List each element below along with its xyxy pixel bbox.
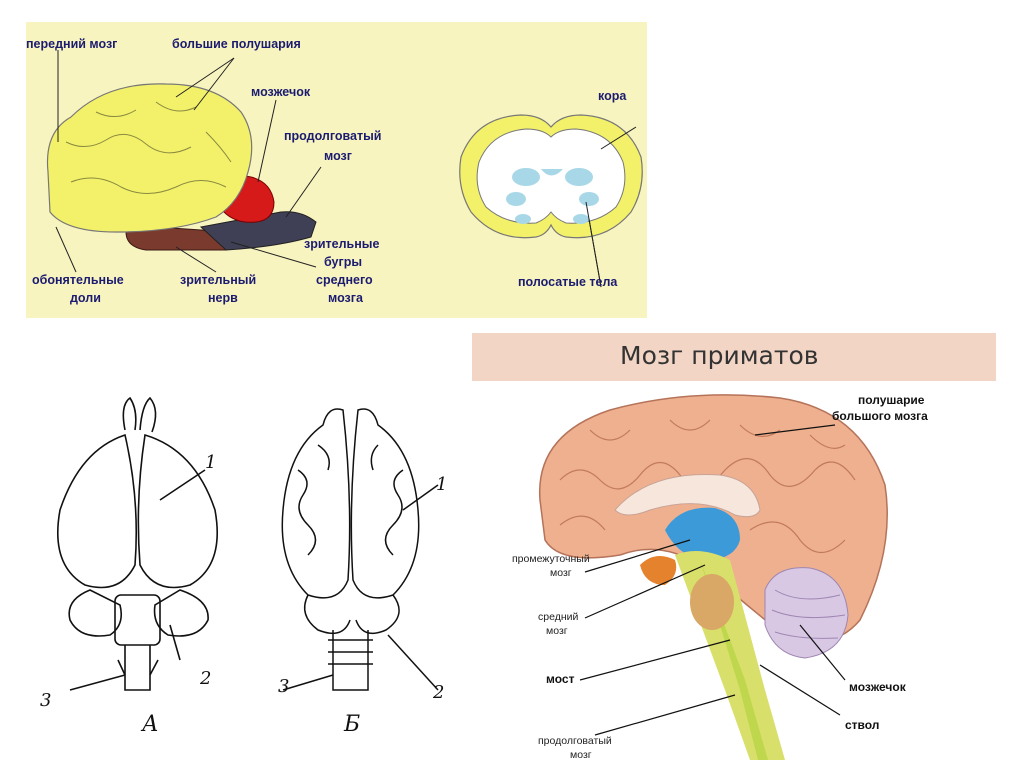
cross-section-illustration xyxy=(459,114,643,288)
label-optic-nerve-line1: зрительный xyxy=(180,273,257,287)
drawing-b-caption: Б xyxy=(344,712,361,737)
label-optic-tubercles-line4: мозга xyxy=(328,291,363,305)
label-cerebellum: мозжечок xyxy=(251,85,311,99)
label-medulla-line1: продолговатый xyxy=(284,129,382,143)
label-optic-nerve-line2: нерв xyxy=(208,291,238,305)
label-hemisphere-line2: большого мозга xyxy=(832,409,928,423)
drawing-b-label-1: 1 xyxy=(436,474,448,495)
label-hemisphere-line1: полушарие xyxy=(858,393,925,407)
label-diencephalon-line2: мозг xyxy=(550,567,572,579)
lateral-brain-illustration xyxy=(46,50,322,273)
label-forebrain: передний мозг xyxy=(26,37,118,51)
label-olfactory-line1: обонятельные xyxy=(32,273,124,287)
primate-brain-illustration xyxy=(538,394,888,760)
label-optic-tubercles-line3: среднего xyxy=(316,273,373,287)
label-hemispheres: большие полушария xyxy=(172,37,301,51)
label-cortex: кора xyxy=(598,89,627,103)
label-optic-tubercles-line2: бугры xyxy=(324,255,363,269)
drawing-a-label-1: 1 xyxy=(205,452,217,473)
amphibian-brain-panel: передний мозг большие полушария мозжечок… xyxy=(26,22,647,318)
label-medulla-line2: мозг xyxy=(570,749,592,761)
label-primate-cerebellum: мозжечок xyxy=(849,680,906,694)
drawing-b-label-2: 2 xyxy=(433,682,445,703)
label-optic-tubercles-line1: зрительные xyxy=(304,237,380,251)
drawing-a-label-2: 2 xyxy=(200,668,212,689)
drawing-b-illustration xyxy=(281,408,439,691)
label-midbrain-line2: мозг xyxy=(546,625,568,637)
primate-title: Мозг приматов xyxy=(620,341,819,370)
primate-title-bar: Мозг приматов xyxy=(472,333,996,381)
label-striate-bodies: полосатые тела xyxy=(518,275,618,289)
drawing-a-illustration xyxy=(57,396,218,691)
drawing-a-label-3: 3 xyxy=(40,690,52,711)
label-midbrain-line1: средний xyxy=(538,611,579,623)
label-diencephalon-line1: промежуточный xyxy=(512,553,590,565)
label-olfactory-line2: доли xyxy=(70,291,101,305)
label-stem: ствол xyxy=(845,718,880,732)
label-pons: мост xyxy=(546,672,575,686)
label-medulla-line1: продолговатый xyxy=(538,735,612,747)
drawing-b-label-3: 3 xyxy=(278,676,290,697)
label-medulla-line2: мозг xyxy=(324,149,352,163)
drawing-a-caption: А xyxy=(142,712,159,737)
